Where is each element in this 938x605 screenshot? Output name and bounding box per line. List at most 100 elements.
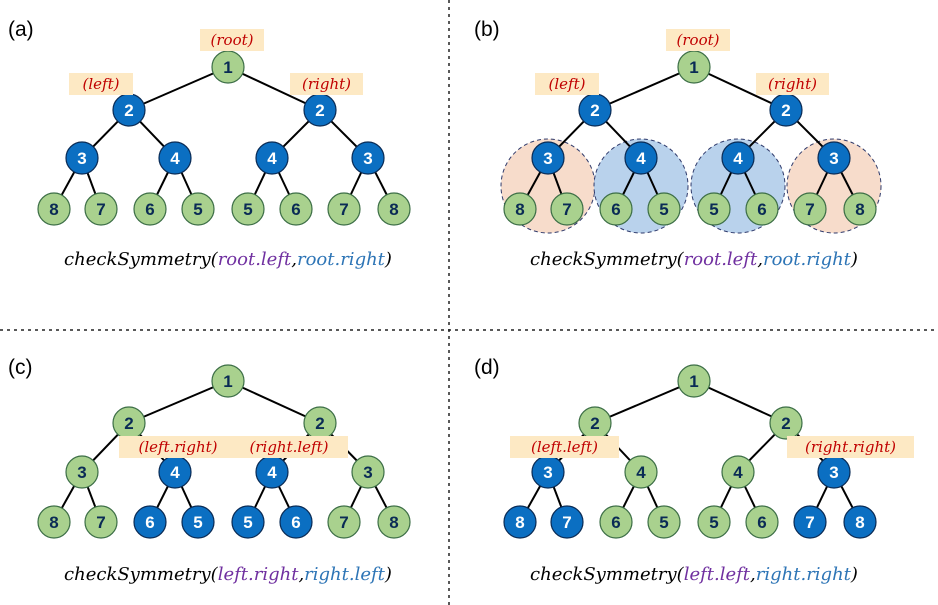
node-circle <box>37 192 71 226</box>
tag-background <box>535 73 599 95</box>
tree-node: 6 <box>745 505 779 539</box>
node-value: 3 <box>363 463 372 482</box>
tree-node: 6 <box>279 192 313 226</box>
node-circle <box>843 505 877 539</box>
node-value: 2 <box>590 101 599 120</box>
node-circle <box>769 406 803 440</box>
tree-node: 3 <box>531 141 565 175</box>
node-circle <box>503 505 537 539</box>
node-tag: (left.right) <box>119 436 237 458</box>
node-value: 5 <box>709 200 718 219</box>
tag-background <box>787 436 914 458</box>
node-value: 7 <box>805 200 814 219</box>
node-circle <box>843 192 877 226</box>
tree-node: 8 <box>377 505 411 539</box>
tree-node: 3 <box>817 455 851 489</box>
formula: checkSymmetry(root.left,root.right) <box>64 249 392 270</box>
node-value: 5 <box>659 200 668 219</box>
tree-node: 3 <box>531 455 565 489</box>
node-circle <box>697 192 731 226</box>
node-value: 4 <box>636 463 646 482</box>
node-circle <box>181 505 215 539</box>
tag-text: (left.right) <box>139 438 218 456</box>
tree-node: 5 <box>647 192 681 226</box>
tree-node: 5 <box>231 505 265 539</box>
formula: checkSymmetry(left.left,right.right) <box>530 564 858 585</box>
node-value: 8 <box>515 513 524 532</box>
node-circle <box>279 505 313 539</box>
formula-arg2: right.left <box>304 564 386 585</box>
formula-comma: , <box>298 564 304 585</box>
tree-node: 7 <box>84 505 118 539</box>
node-circle <box>211 364 245 398</box>
tag-text: (right) <box>768 75 817 93</box>
tree-node: 5 <box>231 192 265 226</box>
node-circle <box>377 505 411 539</box>
panel-label: (c) <box>8 356 33 379</box>
node-value: 6 <box>291 200 300 219</box>
tag-background <box>666 29 730 51</box>
node-circle <box>133 505 167 539</box>
node-value: 6 <box>757 200 766 219</box>
tree-node: 6 <box>599 505 633 539</box>
tree-node: 5 <box>697 192 731 226</box>
tree-node: 6 <box>133 192 167 226</box>
node-value: 1 <box>689 372 698 391</box>
formula-paren: ) <box>850 249 858 270</box>
node-circle <box>158 141 192 175</box>
tree-node: 4 <box>158 455 192 489</box>
tree-node: 5 <box>181 505 215 539</box>
node-value: 1 <box>223 372 232 391</box>
tag-text: (root) <box>677 31 720 49</box>
node-circle <box>647 192 681 226</box>
tree-node: 8 <box>843 505 877 539</box>
node-circle <box>351 141 385 175</box>
node-value: 5 <box>709 513 718 532</box>
tree-node: 8 <box>843 192 877 226</box>
node-circle <box>503 192 537 226</box>
node-tag: (root) <box>200 29 264 51</box>
node-value: 3 <box>829 149 838 168</box>
node-circle <box>721 455 755 489</box>
node-value: 2 <box>590 414 599 433</box>
node-tag: (right) <box>756 73 829 95</box>
tree-node: 7 <box>550 192 584 226</box>
tag-text: (root) <box>211 31 254 49</box>
node-circle <box>133 192 167 226</box>
node-circle <box>677 364 711 398</box>
formula-paren: ( <box>211 564 219 585</box>
node-value: 4 <box>733 149 743 168</box>
tag-text: (right) <box>302 75 351 93</box>
tree-node: 2 <box>303 406 337 440</box>
node-circle <box>599 505 633 539</box>
node-value: 2 <box>781 101 790 120</box>
tree-node: 7 <box>327 192 361 226</box>
node-circle <box>377 192 411 226</box>
node-value: 8 <box>49 200 58 219</box>
node-value: 8 <box>855 200 864 219</box>
node-circle <box>181 192 215 226</box>
node-circle <box>231 505 265 539</box>
tree-node: 2 <box>769 93 803 127</box>
tree-edge <box>227 66 321 111</box>
node-circle <box>745 192 779 226</box>
tree-node: 1 <box>677 50 711 84</box>
node-value: 7 <box>562 513 571 532</box>
node-value: 2 <box>124 101 133 120</box>
node-circle <box>279 192 313 226</box>
node-value: 5 <box>193 513 202 532</box>
tag-background <box>200 29 264 51</box>
tag-text: (right.right) <box>805 438 896 456</box>
node-circle <box>624 141 658 175</box>
node-tag: (left) <box>535 73 599 95</box>
tree-node: 8 <box>37 505 71 539</box>
tree-node: 2 <box>769 406 803 440</box>
tree-node: 2 <box>112 406 146 440</box>
node-value: 1 <box>223 58 232 77</box>
tree-node: 3 <box>65 455 99 489</box>
node-tag: (right.left) <box>230 436 348 458</box>
node-value: 3 <box>77 463 86 482</box>
